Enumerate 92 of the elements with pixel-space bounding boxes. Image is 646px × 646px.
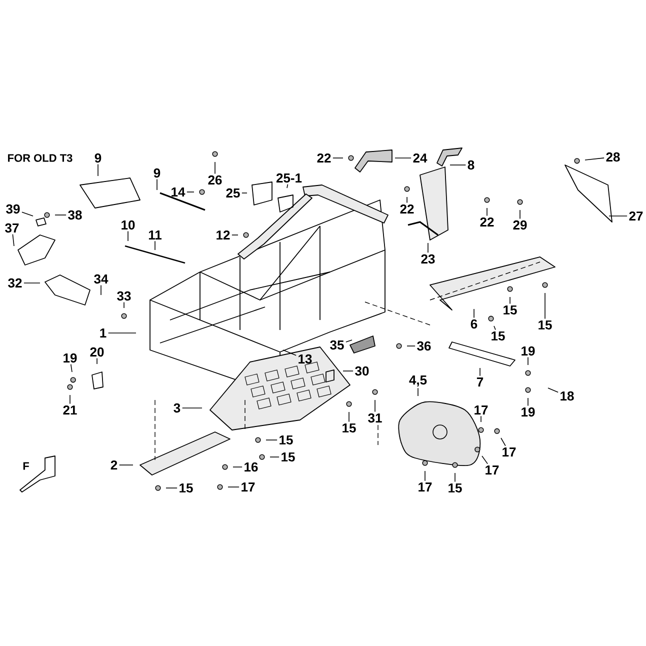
callout-number: 19 xyxy=(522,346,535,356)
callout-number: 28 xyxy=(606,152,620,162)
callout-number: 25 xyxy=(226,188,240,198)
leader-line xyxy=(12,234,14,246)
leader-line xyxy=(450,164,466,166)
leader-line xyxy=(286,184,288,188)
leader-line xyxy=(406,196,408,204)
callout-number: 6 xyxy=(470,319,478,329)
leader-line xyxy=(156,178,158,190)
callout-number: 34 xyxy=(94,274,108,284)
callout-number: 2 xyxy=(110,460,118,470)
callout-number: 15 xyxy=(448,483,462,493)
leader-line xyxy=(544,292,546,320)
leader-line xyxy=(118,464,134,466)
leader-line xyxy=(108,332,136,334)
leader-line xyxy=(454,472,456,482)
leader-line xyxy=(232,466,242,468)
callout-number: 19 xyxy=(522,407,535,417)
leader-line xyxy=(100,284,102,296)
leader-line xyxy=(154,240,156,250)
callout-number: 35 xyxy=(330,340,344,350)
callout-number: 18 xyxy=(560,391,574,401)
front-letter: F xyxy=(23,462,29,470)
callout-number: 17 xyxy=(418,482,432,492)
leader-line xyxy=(348,412,350,422)
callout-number: 15 xyxy=(504,305,517,315)
leader-line xyxy=(214,162,216,174)
leader-line xyxy=(270,456,280,458)
callout-number: 17 xyxy=(486,466,499,474)
callout-number: 7 xyxy=(476,378,484,386)
leader-line xyxy=(494,326,496,330)
leader-line xyxy=(242,192,248,194)
leader-line xyxy=(232,234,238,236)
callout-number: 9 xyxy=(94,153,102,163)
leader-line xyxy=(22,212,34,216)
callout-number: 22 xyxy=(400,204,414,214)
callout-number: 13 xyxy=(298,354,312,364)
callout-number: 22 xyxy=(317,153,331,163)
leader-line xyxy=(346,340,352,342)
callout-number: 17 xyxy=(474,406,488,414)
callout-number: 32 xyxy=(8,278,22,288)
leader-line xyxy=(486,208,488,216)
leader-line xyxy=(54,214,66,216)
leader-line xyxy=(480,416,482,422)
callout-number: 26 xyxy=(208,175,222,185)
callout-number: 39 xyxy=(6,204,20,214)
callout-number: 9 xyxy=(154,168,160,178)
callout-number: 25-1 xyxy=(276,173,302,183)
leader-line xyxy=(342,370,354,372)
callout-number: 27 xyxy=(629,211,643,221)
leader-line xyxy=(24,282,40,284)
leader-line xyxy=(482,456,488,464)
callout-number: 17 xyxy=(502,448,516,456)
callout-number: 31 xyxy=(368,413,382,423)
leader-line xyxy=(548,388,558,393)
callout-number: 15 xyxy=(342,423,356,433)
callout-number: 21 xyxy=(63,405,77,415)
callout-number: 10 xyxy=(122,220,135,230)
callout-number: 22 xyxy=(480,217,494,227)
leader-line xyxy=(96,358,98,364)
note-text: FOR OLD T3 xyxy=(8,154,72,162)
callout-number: 17 xyxy=(242,482,255,492)
leader-line xyxy=(424,470,426,482)
callout-number: 14 xyxy=(172,188,186,196)
leader-line xyxy=(500,438,506,446)
callout-number: 30 xyxy=(355,366,369,376)
callout-number: 16 xyxy=(244,462,258,472)
callout-number: 4,5 xyxy=(409,376,427,386)
callout-number: 33 xyxy=(117,291,131,301)
leader-line xyxy=(584,158,604,160)
callout-number: 8 xyxy=(468,160,474,170)
callout-number: 38 xyxy=(68,210,82,220)
callout-number: 15 xyxy=(282,452,295,462)
callout-number: 12 xyxy=(216,230,230,240)
callout-number: 1 xyxy=(100,328,106,338)
callout-number: 11 xyxy=(148,230,162,240)
callout-number: 15 xyxy=(280,435,293,445)
leader-line xyxy=(228,486,240,488)
callout-number: 37 xyxy=(5,223,19,233)
callout-number: 19 xyxy=(64,353,77,363)
callout-number: 24 xyxy=(413,153,428,163)
callout-number: 15 xyxy=(538,320,552,330)
leader-line xyxy=(70,364,72,372)
leader-line xyxy=(282,350,296,356)
leader-line xyxy=(374,400,376,412)
callout-number: 15 xyxy=(492,331,505,341)
callout-number: 23 xyxy=(421,254,435,264)
callout-number: 20 xyxy=(90,347,104,357)
callout-number: 3 xyxy=(174,403,180,413)
callout-number: 15 xyxy=(180,483,193,493)
callout-number: 36 xyxy=(417,341,431,351)
callout-number: 29 xyxy=(513,220,527,230)
